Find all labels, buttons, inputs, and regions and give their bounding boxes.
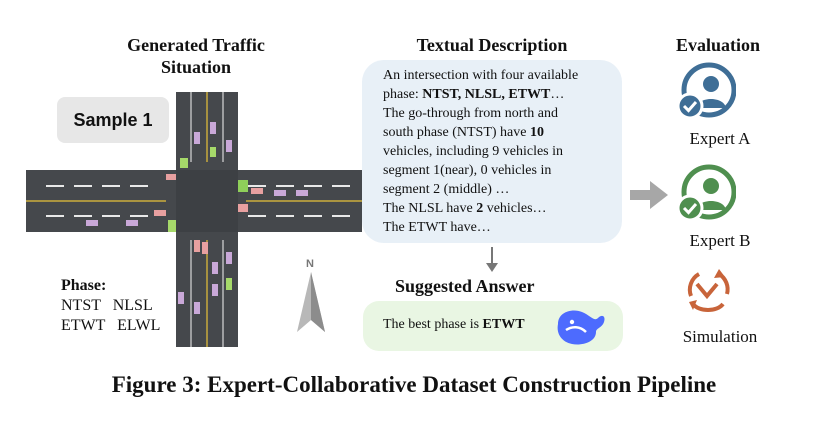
- description-line: An intersection with four available: [383, 68, 579, 83]
- description-line: segment 2 (middle) …: [383, 182, 510, 197]
- description-line: The go-through from north and: [383, 106, 558, 121]
- phase-legend: Phase: NTST NLSL ETWT ELWL: [61, 276, 160, 336]
- description-text: An intersection with four available phas…: [383, 66, 619, 237]
- description-line: segment 1(near), 0 vehicles in: [383, 163, 552, 178]
- intersection-illustration: [26, 92, 362, 347]
- whale-logo-icon: [557, 310, 605, 345]
- description-line: The ETWT have…: [383, 220, 491, 235]
- description-line: The NLSL have 2 vehicles…: [383, 201, 547, 216]
- sample-label: Sample 1: [57, 97, 169, 143]
- down-arrow-icon: [486, 247, 498, 272]
- suggested-answer-text: The best phase is ETWT: [383, 317, 525, 332]
- expert-b-icon: [676, 164, 736, 222]
- description-line: phase: NTST, NLSL, ETWT…: [383, 87, 565, 102]
- simulation-label: Simulation: [682, 327, 758, 346]
- expert-a-icon: [676, 62, 736, 120]
- description-line: south phase (NTST) have 10: [383, 125, 544, 140]
- phase-row-1: NTST NLSL: [61, 297, 153, 314]
- compass-north-label: N: [306, 258, 314, 270]
- suggested-answer-title: Suggested Answer: [395, 276, 535, 296]
- traffic-header: Generated Traffic Situation: [127, 35, 265, 77]
- phase-row-2: ETWT ELWL: [61, 317, 161, 334]
- textual-header: Textual Description: [416, 35, 568, 55]
- cycle-arrows-icon: [687, 269, 730, 312]
- description-line: vehicles, including 9 vehicles in: [383, 144, 564, 159]
- expert-a-label: Expert A: [689, 129, 751, 148]
- evaluation-header: Evaluation: [675, 35, 761, 55]
- expert-b-label: Expert B: [689, 231, 751, 250]
- description-box: [362, 60, 622, 243]
- phase-title: Phase:: [61, 277, 107, 294]
- right-arrow-icon: [630, 181, 668, 209]
- figure-caption: Figure 3: Expert-Collaborative Dataset C…: [111, 372, 717, 397]
